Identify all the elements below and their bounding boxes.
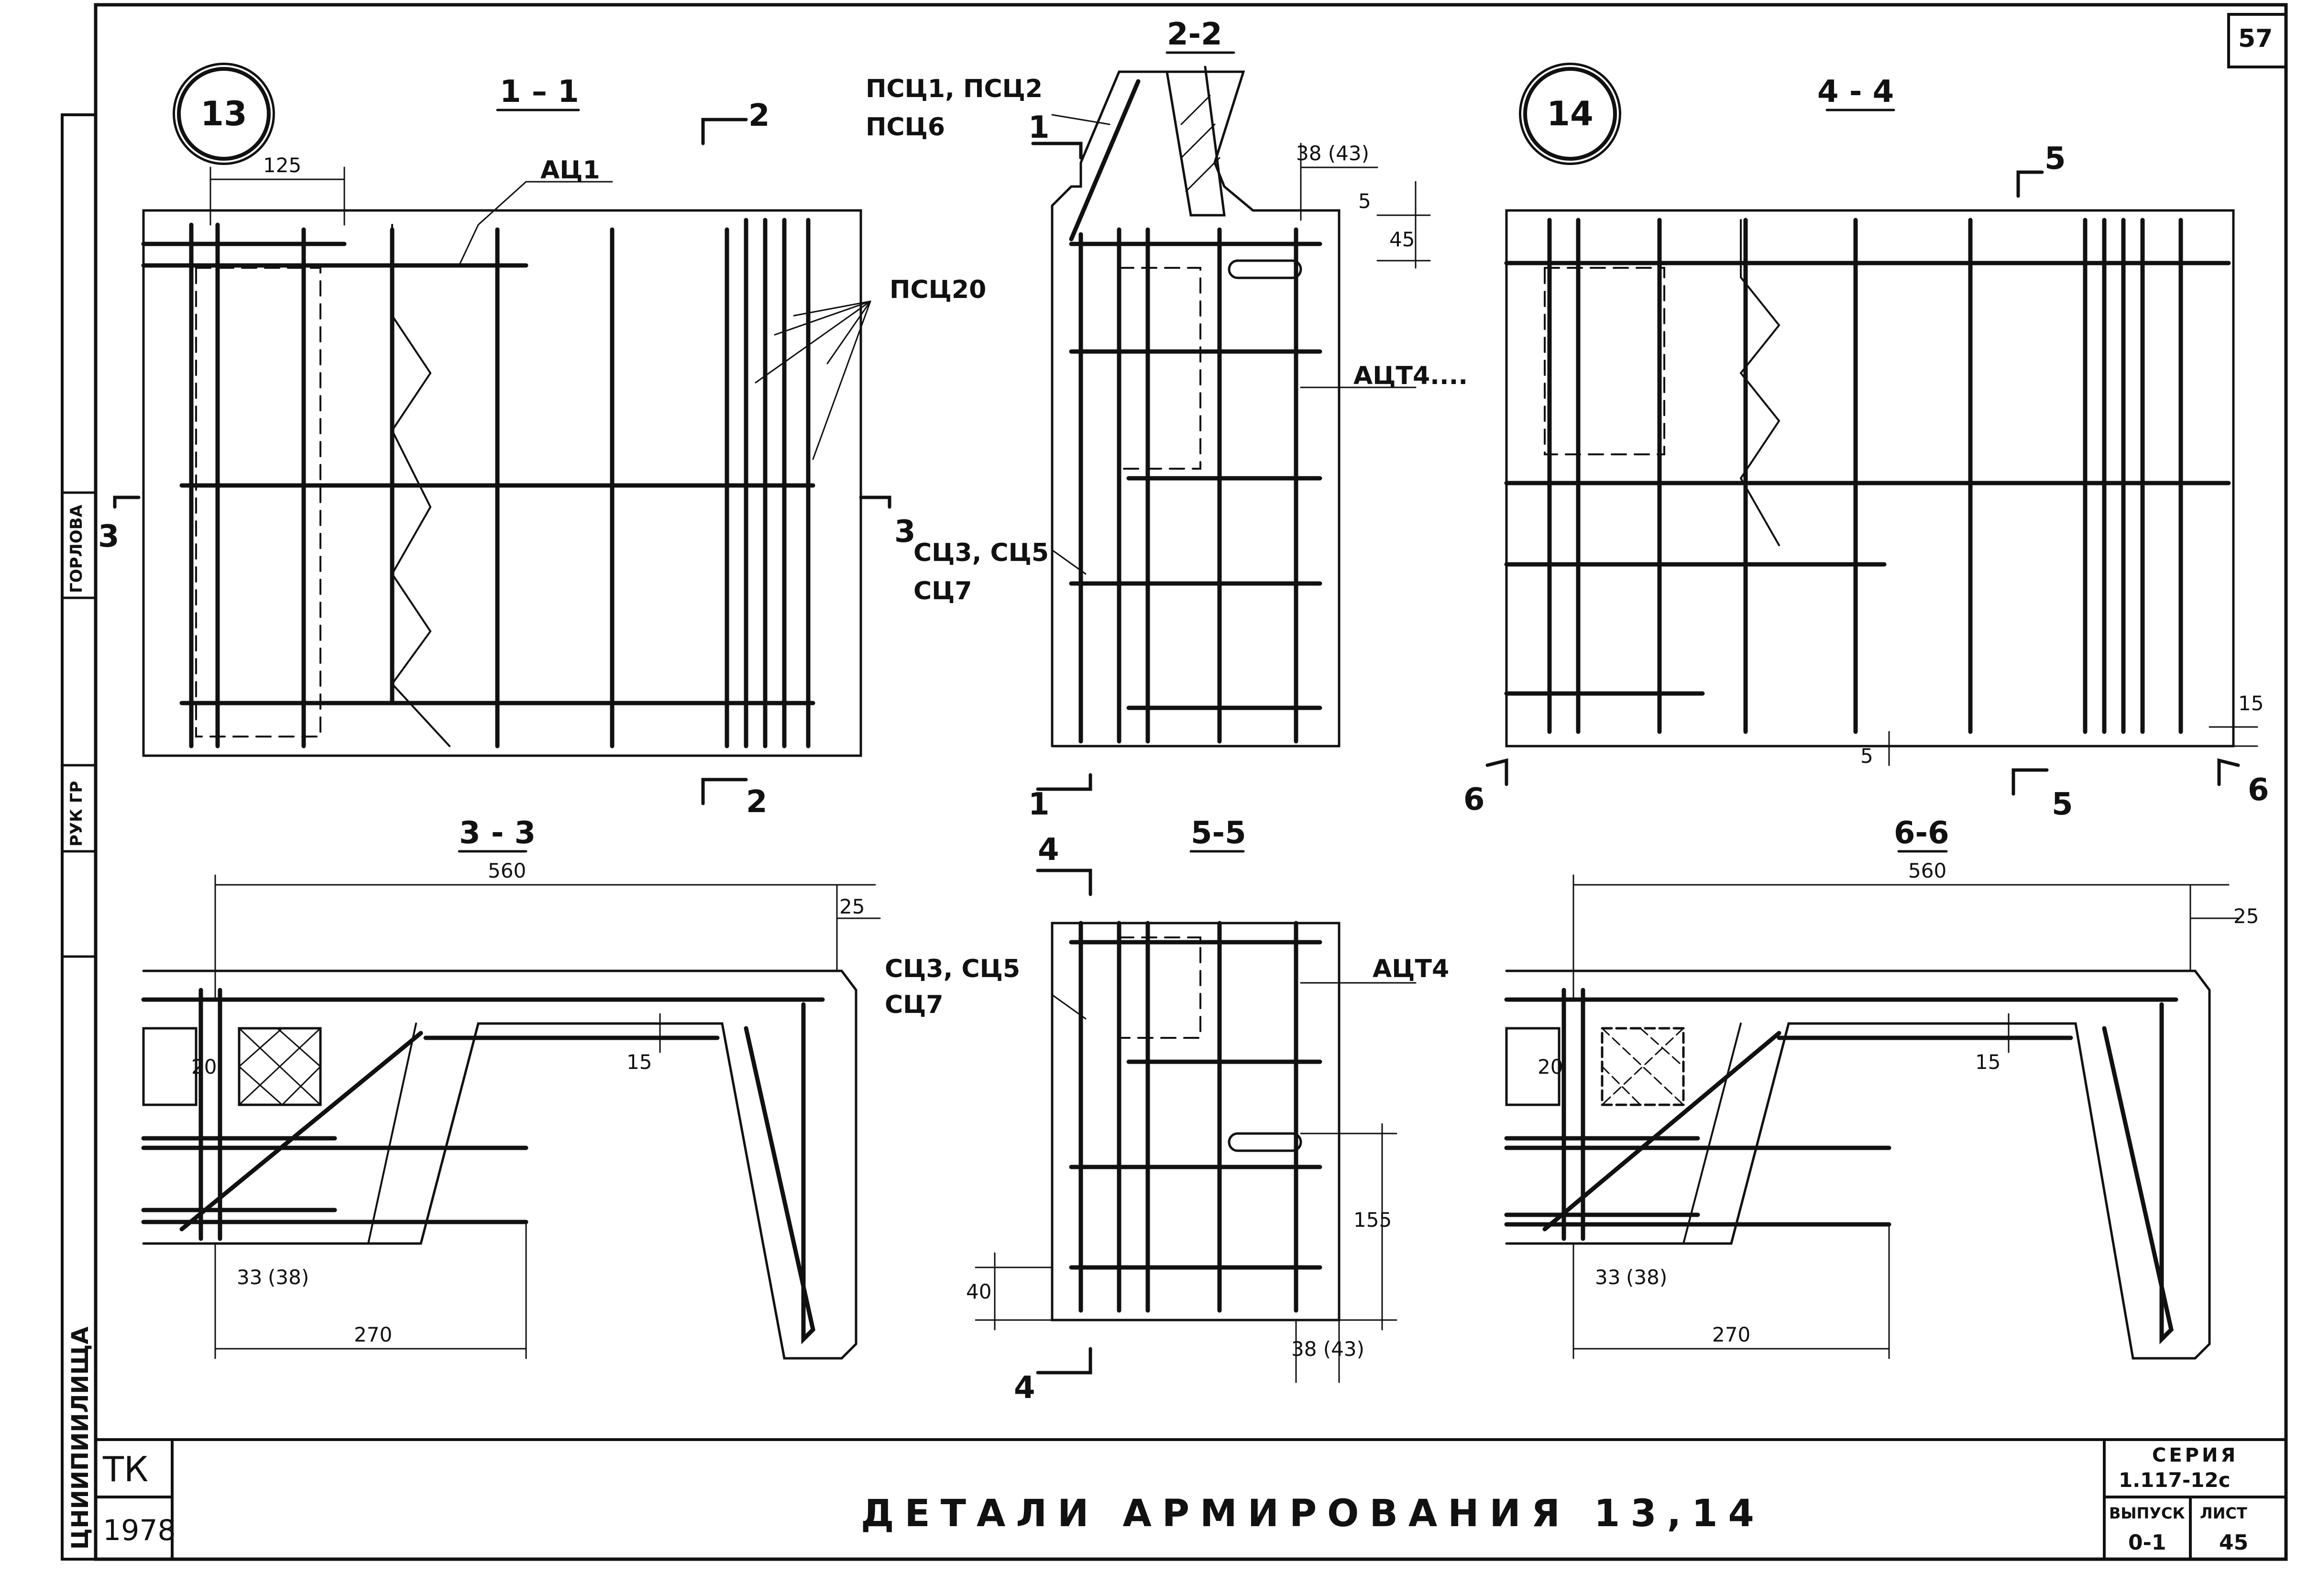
dim-15-3-3: 15 <box>626 1050 652 1074</box>
cut-5-bottom: 5 <box>2052 787 2073 822</box>
label-sc7-bottom: СЦ7 <box>885 991 944 1019</box>
sidebar-strip <box>61 113 97 1561</box>
detail-marker-14: 14 <box>1523 67 1617 161</box>
dim-560-6-6: 560 <box>1908 859 1947 882</box>
label-psc6: ПСЦ6 <box>866 113 945 142</box>
title-block-code: ТК <box>103 1449 149 1489</box>
dim-270-3-3: 270 <box>354 1323 393 1346</box>
detail-2-2-section <box>1031 51 1431 791</box>
dim-38-43-bottom: 38 (43) <box>1291 1337 1365 1361</box>
dim-270-6-6: 270 <box>1712 1323 1751 1346</box>
detail-marker-13: 13 <box>177 67 271 161</box>
detail-13-elevation <box>113 109 891 805</box>
label-pscs20: ПСЦ20 <box>890 275 987 304</box>
label-sc7-top: СЦ7 <box>913 577 972 605</box>
label-sc-3-5-bottom: СЦ3, СЦ5 <box>885 955 1021 983</box>
title-block-frame <box>94 1438 2287 1561</box>
title-block-year: 1978 <box>103 1514 176 1547</box>
cut-3-right: 3 <box>894 514 916 550</box>
dim-20-3-3: 20 <box>191 1055 217 1079</box>
dim-15-4-4: 15 <box>2238 692 2264 715</box>
section-title-4-4: 4 - 4 <box>1817 74 1894 110</box>
issue-label: ВЫПУСК <box>2109 1504 2185 1522</box>
sheet-number-box <box>2227 13 2287 68</box>
series-value: 1.117-12с <box>2119 1468 2231 1492</box>
sheet-label: ЛИСТ <box>2200 1504 2247 1522</box>
dim-33-3-3: 33 <box>237 1266 263 1289</box>
cut-1-top: 1 <box>1028 110 1050 145</box>
sheet-value: 45 <box>2219 1530 2249 1555</box>
issue-value: 0-1 <box>2128 1530 2166 1555</box>
dim-15-6-6: 15 <box>1975 1050 2001 1074</box>
cut-4-top: 4 <box>1038 832 1059 868</box>
sheet-frame <box>94 3 2288 1561</box>
label-atsi1: АЦ1 <box>540 156 600 185</box>
dim-38-6-6: (38) <box>1626 1266 1668 1289</box>
dim-33-6-6: 33 <box>1595 1266 1621 1289</box>
dim-40: 40 <box>966 1280 992 1303</box>
cut-5-top: 5 <box>2044 141 2066 176</box>
dim-38-43-top: 38 (43) <box>1296 142 1370 165</box>
sidebar-stamp-top: ГОРЛОВА <box>67 505 86 593</box>
detail-14-elevation <box>1485 109 2258 796</box>
cut-6-right: 6 <box>2248 772 2269 808</box>
drawing-title: ДЕТАЛИ АРМИРОВАНИЯ 13,14 <box>861 1492 1765 1535</box>
cut-2-top: 2 <box>748 98 770 133</box>
dim-20-6-6: 20 <box>1538 1055 1563 1079</box>
detail-6-6-section <box>1504 850 2239 1360</box>
detail-5-5-section <box>975 850 1417 1383</box>
section-title-3-3: 3 - 3 <box>459 815 536 851</box>
section-title-5-5: 5-5 <box>1191 815 1246 851</box>
sidebar-stamp-bottom: РУК ГР <box>67 781 86 847</box>
label-psc-1-2: ПСЦ1, ПСЦ2 <box>866 75 1043 103</box>
label-atst4-top: АЦТ4.... <box>1353 362 1468 390</box>
dim-25-6-6: 25 <box>2233 904 2259 928</box>
section-title-6-6: 6-6 <box>1894 815 1949 851</box>
sheet-number: 57 <box>2238 24 2273 53</box>
dim-125: 125 <box>263 154 302 177</box>
dim-560-3-3: 560 <box>488 859 527 882</box>
sidebar-org: ЦНИИПИИЛИЩА <box>67 1326 94 1550</box>
section-title-2-2: 2-2 <box>1167 17 1222 52</box>
label-sc-3-5-top: СЦ3, СЦ5 <box>913 539 1049 567</box>
dim-38-3-3: (38) <box>268 1266 309 1289</box>
series-label: СЕРИЯ <box>2152 1444 2239 1466</box>
dim-155: 155 <box>1353 1208 1392 1232</box>
dim-5-top: 5 <box>1358 189 1371 213</box>
cut-2-bottom: 2 <box>746 784 768 820</box>
dim-25-3-3: 25 <box>839 895 865 918</box>
cut-4-bottom: 4 <box>1014 1370 1035 1406</box>
cut-1-bottom: 1 <box>1028 787 1050 822</box>
dim-45: 45 <box>1389 228 1415 251</box>
cut-6-left: 6 <box>1463 782 1485 817</box>
label-atst4-bottom: АЦТ4 <box>1373 955 1450 983</box>
section-title-1-1: 1 – 1 <box>500 74 579 110</box>
detail-3-3-section <box>141 850 881 1360</box>
dim-5-4-4: 5 <box>1860 744 1873 768</box>
cut-3-left: 3 <box>98 519 120 554</box>
